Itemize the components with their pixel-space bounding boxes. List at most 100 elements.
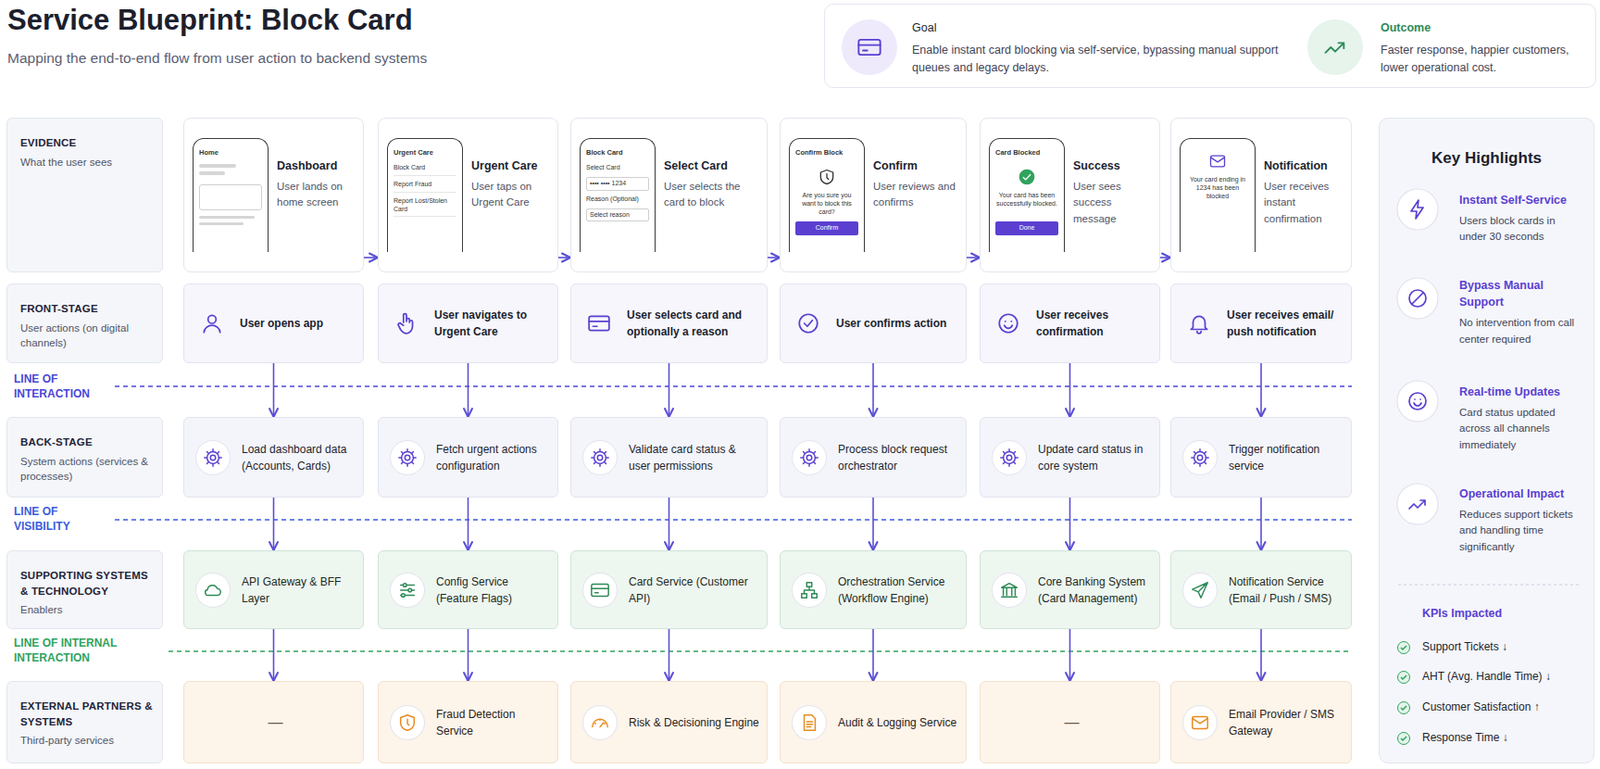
box-text: User confirms action bbox=[836, 314, 959, 332]
front-node: User receives confirmation bbox=[979, 283, 1161, 363]
row-subheading: System actions (services & processes) bbox=[20, 453, 157, 485]
back-node: Update card status in core system bbox=[979, 416, 1161, 498]
phone-icon-svg bbox=[1017, 167, 1037, 187]
goal-heading: Outcome bbox=[1380, 19, 1566, 38]
box-text: Update card status in core system bbox=[1037, 440, 1152, 475]
icon-circle bbox=[389, 439, 425, 475]
goal-body: Faster response, happier customers, lowe… bbox=[1380, 41, 1580, 78]
flow-arrow bbox=[668, 497, 671, 550]
box-text: Card Service (Customer API) bbox=[628, 573, 760, 607]
back-node: Process block request orchestrator bbox=[779, 416, 967, 498]
mail-icon bbox=[1189, 712, 1211, 733]
highlight-body: Reduces support tickets and handling tim… bbox=[1459, 506, 1584, 555]
box-text: Core Banking System (Card Management) bbox=[1037, 573, 1152, 607]
row-subheading: Enablers bbox=[20, 601, 157, 618]
phone-text: Done bbox=[995, 221, 1059, 236]
box-text: Fraud Detection Service bbox=[436, 705, 550, 739]
card-title: Notification bbox=[1263, 159, 1346, 173]
phone-text: Confirm bbox=[795, 221, 859, 236]
icon-circle bbox=[791, 306, 825, 340]
icon-circle bbox=[791, 704, 827, 740]
back-node: Fetch urgent actions configuration bbox=[377, 416, 559, 498]
subtitle: Mapping the end-to-end flow from user ac… bbox=[7, 50, 427, 67]
highlight-heading: Real-time Updates bbox=[1459, 383, 1584, 400]
box-text: Trigger notification service bbox=[1228, 440, 1344, 475]
phone-text: Home bbox=[199, 148, 263, 157]
icon-circle bbox=[791, 572, 827, 608]
icon-circle bbox=[1182, 704, 1218, 740]
box-text: Risk & Decisioning Engine bbox=[628, 713, 760, 731]
icon-circle bbox=[389, 572, 425, 608]
icon-circle bbox=[195, 572, 231, 608]
flow-arrow bbox=[273, 497, 275, 550]
ext-node: — bbox=[183, 680, 364, 763]
gear-icon bbox=[589, 447, 611, 468]
ext-node: Email Provider / SMS Gateway bbox=[1170, 680, 1352, 763]
line-label: LINE OF VISIBILITY bbox=[13, 504, 102, 534]
shield-icon bbox=[397, 712, 418, 733]
card-icon bbox=[589, 579, 611, 600]
row-heading: SUPPORTING SYSTEMS & TECHNOLOGY bbox=[20, 567, 157, 599]
card-description: User sees success message bbox=[1073, 178, 1154, 227]
icon-circle bbox=[582, 306, 616, 340]
card-title: Dashboard bbox=[276, 159, 358, 173]
phone-text: Card Blocked bbox=[995, 148, 1059, 157]
card-description: User reviews and confirms bbox=[873, 178, 961, 212]
row-subheading: Third-party services bbox=[20, 732, 157, 749]
card-text: Select CardUser selects the card to bloc… bbox=[663, 159, 762, 212]
sup-node: Config Service (Feature Flags) bbox=[377, 550, 559, 629]
hand-icon bbox=[394, 311, 419, 336]
front-node: User selects card and optionally a reaso… bbox=[570, 283, 768, 363]
ext-node: Fraud Detection Service bbox=[377, 680, 559, 763]
row-subheading: What the user sees bbox=[20, 154, 157, 171]
gauge-icon bbox=[589, 712, 611, 733]
check-icon bbox=[796, 311, 821, 336]
kpi-item: Customer Satisfaction ↑ bbox=[1416, 700, 1540, 713]
phone-text: Your card ending in 1234 has been blocke… bbox=[1186, 175, 1250, 200]
flow-arrow bbox=[273, 362, 275, 417]
icon-circle bbox=[1182, 572, 1218, 608]
back-node: Load dashboard data (Accounts, Cards) bbox=[183, 416, 364, 498]
goal-heading: Goal bbox=[912, 19, 1190, 38]
smile-icon bbox=[996, 311, 1021, 336]
phone-text: Select reason bbox=[586, 208, 650, 223]
flow-arrow bbox=[1069, 497, 1072, 550]
goal-icon-circle bbox=[841, 19, 898, 75]
card-description: User lands on home screen bbox=[276, 178, 358, 212]
icon-circle bbox=[1182, 439, 1218, 475]
icon-circle bbox=[389, 306, 424, 340]
goal-icon bbox=[856, 34, 883, 61]
highlight-heading: Bypass Manual Support bbox=[1459, 276, 1584, 311]
ext-node: Risk & Decisioning Engine bbox=[570, 680, 768, 763]
line-of-internal-interaction bbox=[168, 650, 1352, 651]
user-icon bbox=[200, 311, 225, 336]
panel-title: Key Highlights bbox=[1379, 149, 1594, 168]
box-text: Fetch urgent actions configuration bbox=[436, 440, 550, 475]
front-node: User opens app bbox=[183, 283, 364, 363]
highlight-body: Card status updated across all channels … bbox=[1459, 404, 1584, 453]
phone-node: Block CardSelect Card•••• •••• 1234Reaso… bbox=[579, 137, 656, 252]
flow-arrow bbox=[363, 256, 378, 259]
card-node: SuccessUser sees success messageCard Blo… bbox=[979, 117, 1161, 273]
box-text: Notification Service (Email / Push / SMS… bbox=[1228, 573, 1344, 607]
flow-arrow bbox=[767, 256, 780, 259]
card-node: Urgent CareUser taps on Urgent CareUrgen… bbox=[377, 117, 559, 273]
highlight-body: No intervention from call center require… bbox=[1459, 314, 1584, 348]
phone-node: Urgent CareBlock CardReport FraudReport … bbox=[387, 137, 463, 252]
row-heading: EVIDENCE bbox=[20, 135, 157, 151]
back-node: Trigger notification service bbox=[1170, 416, 1352, 498]
gear-icon bbox=[397, 447, 418, 468]
flow-arrow bbox=[872, 362, 875, 417]
box-text: Config Service (Feature Flags) bbox=[436, 573, 550, 607]
sup-node: Card Service (Customer API) bbox=[570, 550, 768, 629]
line-label: LINE OF INTERACTION bbox=[13, 372, 102, 401]
card-text: Urgent CareUser taps on Urgent Care bbox=[471, 159, 552, 212]
phone-text: Your card has been successfully blocked. bbox=[995, 191, 1059, 209]
flow-arrow bbox=[273, 628, 275, 681]
flow-arrow bbox=[1160, 256, 1171, 259]
line-of-visibility bbox=[114, 518, 1352, 520]
box-text: User selects card and optionally a reaso… bbox=[626, 306, 760, 340]
back-node: Validate card status & user permissions bbox=[570, 416, 768, 498]
